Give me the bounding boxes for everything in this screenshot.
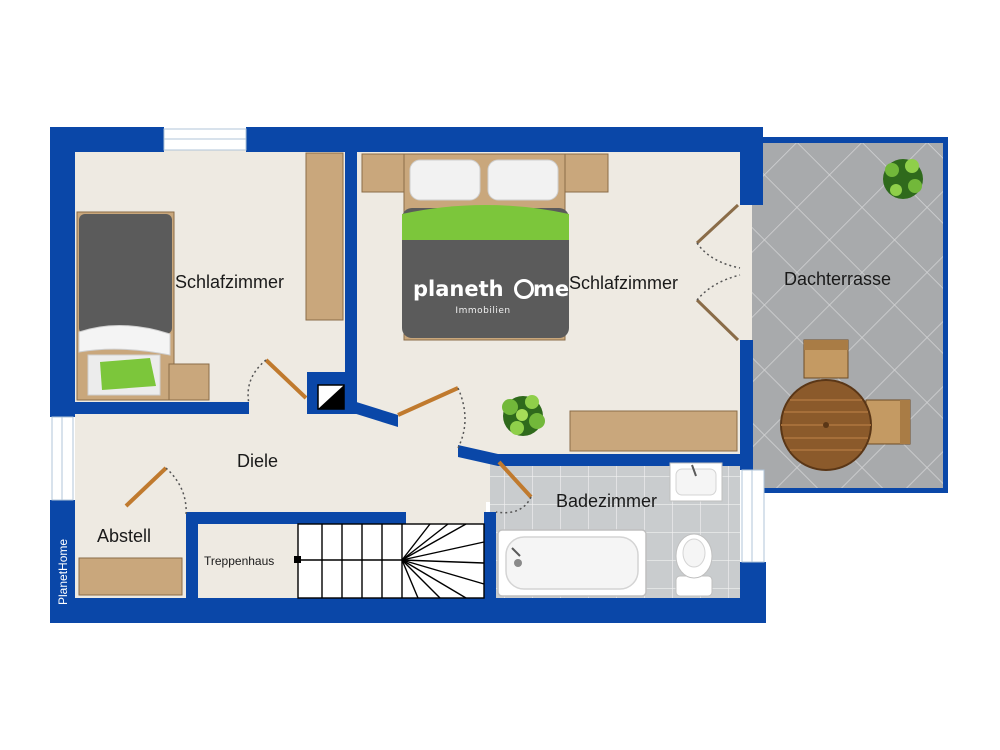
terrace-door [695,203,752,342]
floor-hall-ext [186,452,486,512]
windows [51,128,765,563]
label-stairwell: Treppenhaus [204,554,274,568]
brand-side-mark: PlanetHome [56,539,70,605]
terrace-table [780,379,872,471]
nightstand-main-right [562,153,609,193]
label-terrace: Dachterrasse [784,269,891,289]
svg-text:planeth: planeth [413,277,504,301]
door-bedroom-left [247,358,308,405]
bathtub [497,529,647,597]
storage-shelf [78,557,183,596]
label-bedroom-main: Schlafzimmer [569,273,678,293]
logo-o-icon [514,279,534,299]
nightstand-left [168,363,210,401]
sink [669,462,723,502]
label-bedroom-left: Schlafzimmer [175,272,284,292]
label-storage: Abstell [97,526,151,546]
nightstand-main-left [361,153,408,193]
toilet [675,533,713,597]
door-bathroom [495,460,533,514]
shaft-symbol [317,384,345,410]
stair-start-marker [294,556,301,563]
door-storage [124,466,187,517]
terrace-plant-icon [883,159,923,199]
plant-icon [502,395,545,436]
wardrobe-left [305,152,344,321]
logo-watermark: planeth me Immobilien [413,277,569,316]
label-bathroom: Badezimmer [556,491,657,511]
sideboard-main [569,410,738,452]
label-hall: Diele [237,451,278,471]
walls [50,127,948,623]
door-bedroom-main [397,386,466,449]
terrace-chair-right [865,399,911,445]
double-bed [402,153,569,341]
svg-text:Immobilien: Immobilien [455,306,510,316]
terrace-chair-top [803,339,849,379]
staircase [297,523,485,599]
svg-text:me: me [533,277,569,301]
single-bed [76,211,175,401]
